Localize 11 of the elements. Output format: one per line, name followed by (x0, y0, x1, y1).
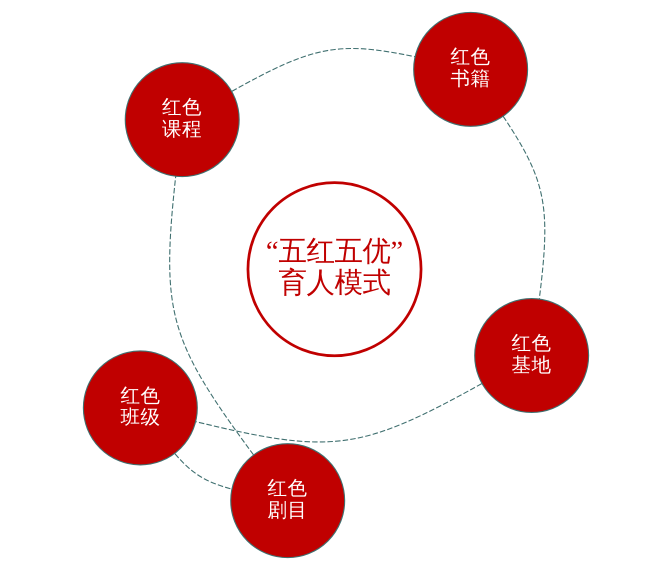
node-circle: “五红五优” 育人模式 (246, 181, 422, 358)
connector (502, 116, 545, 299)
node-circle: 红色课程 (124, 62, 240, 178)
connector (174, 453, 232, 490)
node-circle: 红色剧目 (230, 443, 345, 558)
node-circle: 红色基地 (474, 298, 589, 414)
node-circle: 红色班级 (82, 350, 198, 466)
connector (231, 48, 415, 92)
connector (168, 176, 254, 456)
node-circle: 红色书籍 (412, 12, 528, 127)
connector (195, 383, 482, 442)
